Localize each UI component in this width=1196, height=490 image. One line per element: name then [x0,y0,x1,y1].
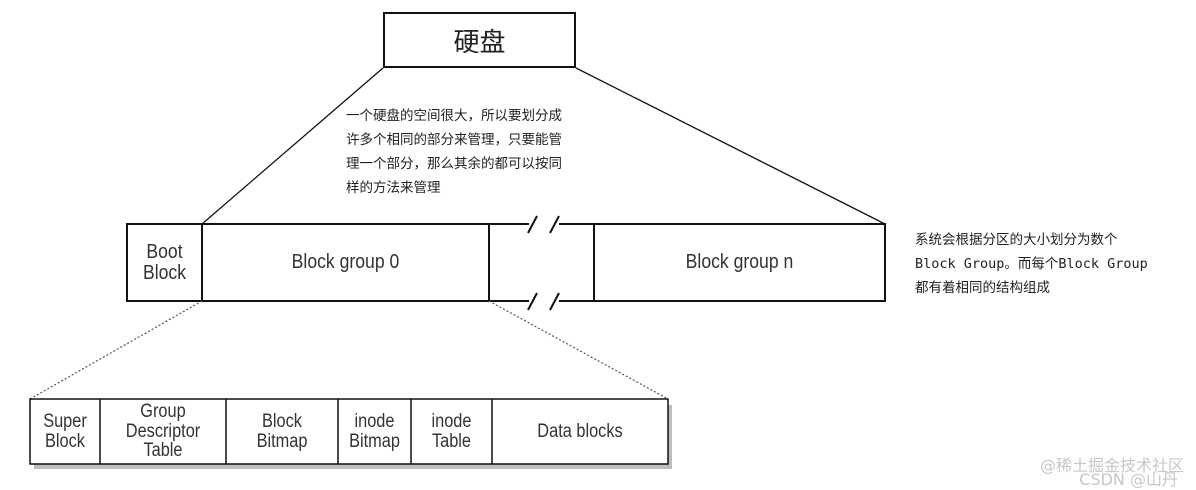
break-gap-top [529,218,559,230]
inode-bitmap-cell: inode Bitmap [349,410,400,452]
expand-line-right [488,300,669,400]
block-group-bar [29,398,672,469]
note-right: 系统会根据分区的大小划分为数个 Block Group。而每个Block Gro… [915,232,1148,296]
block-group-0-cell: Block group 0 [291,251,400,273]
note-center: 一个硬盘的空间很大，所以要划分成 许多个相同的部分来管理，只要能管 理一个部分，… [346,108,562,196]
break-mark-top [527,215,560,234]
disk-title: 硬盘 [453,27,506,58]
expand-line-left [29,300,203,400]
boot-block-cell: Boot Block [142,240,187,284]
zoom-line-left [201,67,384,225]
group-descriptor-table-cell: Group Descriptor Table [125,400,201,462]
block-bitmap-cell: Block Bitmap [256,410,308,452]
inode-table-cell: inode Table [431,410,472,452]
data-blocks-cell: Data blocks [537,420,623,442]
zoom-line-right [575,67,886,225]
disk-title-box: 硬盘 [383,12,576,68]
watermark-juejin: @稀土掘金技术社区 [1039,456,1184,475]
partition-bar [126,215,886,311]
watermark-csdn: CSDN @山丹 [1079,470,1178,489]
block-group-n-cell: Block group n [685,251,794,273]
super-block-cell: Super Block [43,410,87,452]
break-mark-bottom [527,292,560,311]
break-gap-bottom [529,295,559,307]
